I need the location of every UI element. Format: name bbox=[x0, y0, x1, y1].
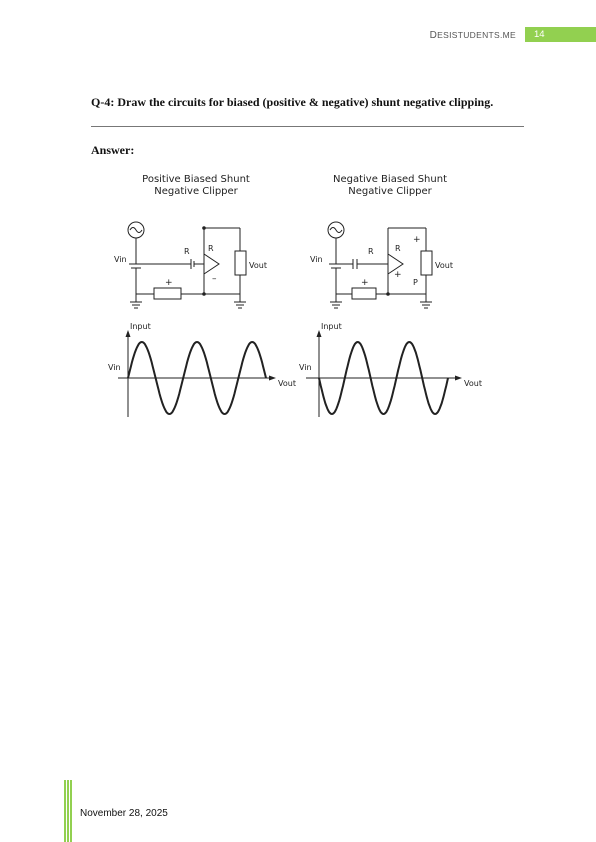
right-title-line1: Negative Biased Shunt bbox=[333, 174, 447, 185]
load-resistor-left bbox=[234, 250, 247, 276]
left-r2-label: R bbox=[208, 244, 214, 253]
right-plus-top: + bbox=[413, 235, 421, 245]
resistor-right-bias bbox=[351, 287, 377, 300]
footer-accent-bars bbox=[64, 780, 73, 842]
site-name: DESISTUDENTS.ME bbox=[429, 30, 516, 41]
left-vin-label: Vin bbox=[114, 255, 127, 264]
right-p-label: P bbox=[413, 278, 418, 287]
right-plus-mid: + bbox=[394, 270, 402, 280]
left-title-line2: Negative Clipper bbox=[154, 186, 238, 197]
input-wave-right bbox=[318, 340, 449, 416]
diode-left bbox=[203, 253, 220, 275]
right-r2-label: R bbox=[395, 244, 401, 253]
question-heading: Q-4: Draw the circuits for biased (posit… bbox=[91, 95, 494, 109]
clipper-figure: Positive Biased Shunt Negative Clipper V… bbox=[106, 164, 486, 426]
right-vout-label: Vout bbox=[435, 261, 453, 270]
resistor-left-bias bbox=[153, 287, 182, 300]
right-graph-vout: Vout bbox=[464, 379, 482, 388]
left-r1-label: R bbox=[184, 247, 190, 256]
left-title-line1: Positive Biased Shunt bbox=[142, 174, 250, 185]
left-input-label: Input bbox=[130, 322, 151, 331]
footer-date: November 28, 2025 bbox=[80, 808, 168, 819]
answer-label: Answer: bbox=[91, 143, 135, 157]
page-number: 14 bbox=[525, 27, 596, 42]
left-vout-label: Vout bbox=[249, 261, 267, 270]
right-plus-low: + bbox=[361, 278, 369, 288]
left-plus-label: + bbox=[165, 278, 173, 288]
right-graph-vin: Vin bbox=[299, 363, 312, 372]
right-r1-label: R bbox=[368, 247, 374, 256]
right-input-label: Input bbox=[321, 322, 342, 331]
diode-right bbox=[387, 253, 404, 275]
left-graph-vin: Vin bbox=[108, 363, 121, 372]
right-title-line2: Negative Clipper bbox=[348, 186, 432, 197]
load-resistor-right bbox=[420, 250, 433, 276]
left-minus-label: – bbox=[212, 274, 217, 284]
divider bbox=[91, 126, 524, 127]
input-wave-left bbox=[127, 340, 267, 416]
right-vin-label: Vin bbox=[310, 255, 323, 264]
left-graph-vout: Vout bbox=[278, 379, 296, 388]
